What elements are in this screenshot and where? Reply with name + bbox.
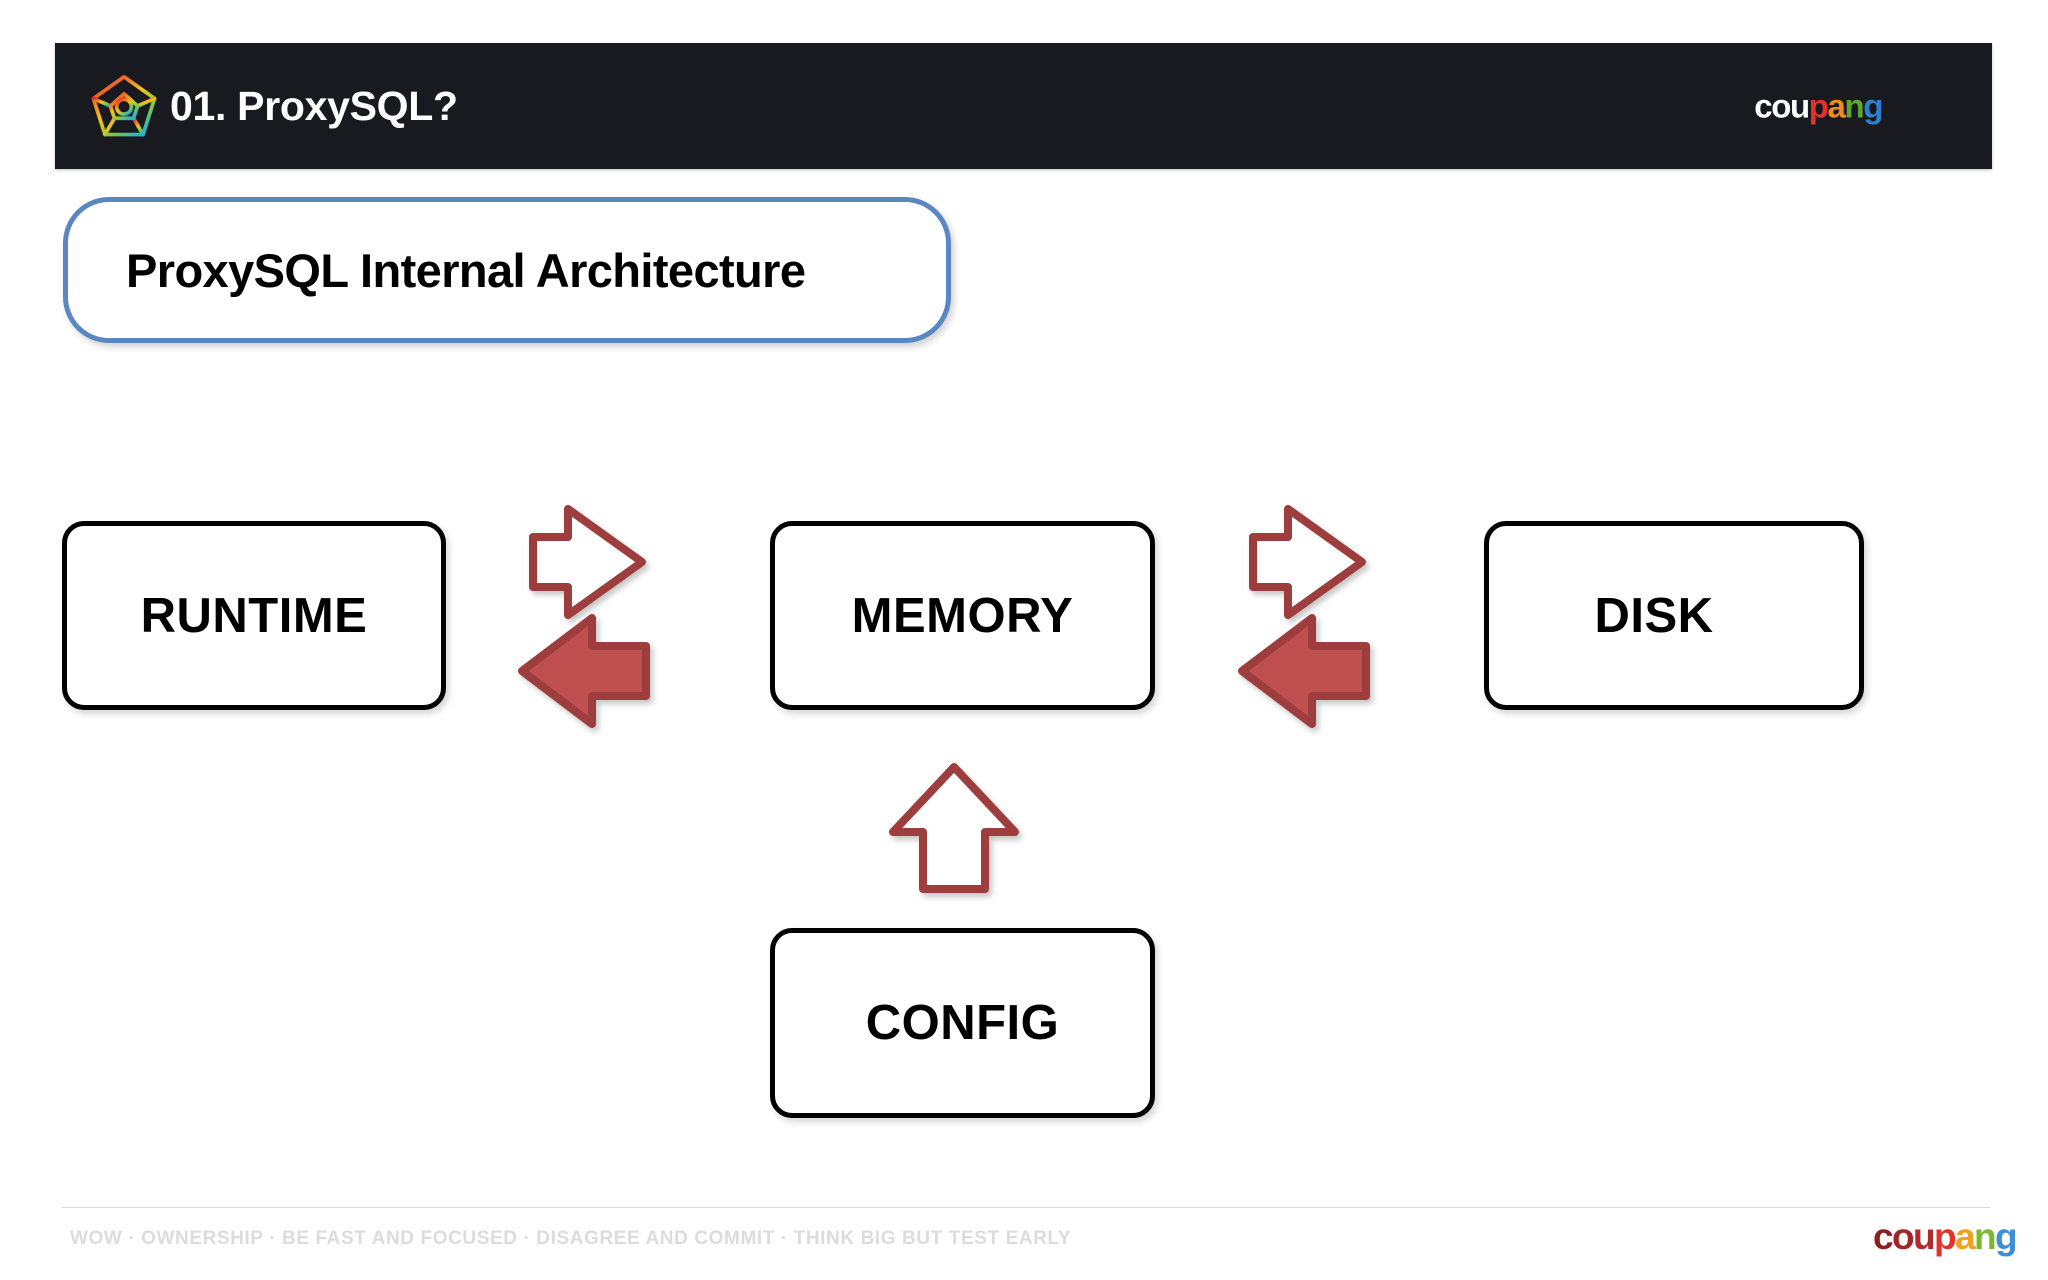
diagram-box-config-label: CONFIG — [865, 996, 1060, 1050]
footer-brand-seg-a: a — [1954, 1216, 1976, 1257]
arrow-group-runtime-memory — [518, 505, 650, 728]
footer-brand-seg-u: u — [1912, 1216, 1936, 1257]
arrow-disk-to-memory-icon — [1238, 614, 1370, 728]
arrow-runtime-to-memory-icon — [529, 505, 646, 619]
section-title-text: ProxySQL Internal Architecture — [126, 243, 806, 297]
footer-brand-seg-p: p — [1933, 1216, 1957, 1257]
arrow-memory-to-runtime-icon — [518, 614, 650, 728]
arrow-group-memory-disk — [1238, 505, 1370, 728]
section-title-pill: ProxySQL Internal Architecture — [63, 197, 951, 343]
slide-header-bar: 01. ProxySQL? coupang — [55, 43, 1992, 169]
arrow-memory-to-disk-icon — [1249, 505, 1366, 619]
footer-brand-seg-n: n — [1973, 1216, 1997, 1257]
arrow-group-config-memory — [889, 763, 1019, 893]
footer-values-text: WOW · OWNERSHIP · BE FAST AND FOCUSED · … — [70, 1228, 1072, 1249]
diagram-box-disk: DISK — [1484, 521, 1864, 710]
arrow-config-to-memory-icon — [889, 763, 1019, 893]
header-coupang-logo: coupang — [1754, 87, 1883, 125]
diagram-box-memory-label: MEMORY — [851, 588, 1074, 643]
diagram-box-config: CONFIG — [770, 928, 1155, 1118]
proxysql-pentagon-logo-icon — [91, 74, 157, 137]
diagram-box-disk-label: DISK — [1594, 588, 1714, 643]
footer-coupang-logo: coupang — [1872, 1216, 2018, 1257]
brand-seg-n: n — [1844, 87, 1864, 125]
brand-seg-p: p — [1808, 87, 1829, 125]
header-left-group: 01. ProxySQL? — [90, 73, 458, 139]
diagram-box-memory: MEMORY — [770, 521, 1155, 710]
header-title: 01. ProxySQL? — [170, 82, 458, 129]
brand-seg-g: g — [1863, 87, 1883, 125]
footer-brand-seg-c: c — [1872, 1216, 1894, 1257]
footer-divider — [62, 1207, 1990, 1208]
footer-brand-seg-o: o — [1891, 1216, 1915, 1257]
footer-brand-seg-g: g — [1994, 1216, 2018, 1257]
brand-seg-cou: cou — [1754, 87, 1810, 125]
diagram-box-runtime-label: RUNTIME — [140, 588, 368, 643]
brand-seg-a: a — [1827, 87, 1846, 125]
diagram-box-runtime: RUNTIME — [62, 521, 446, 710]
